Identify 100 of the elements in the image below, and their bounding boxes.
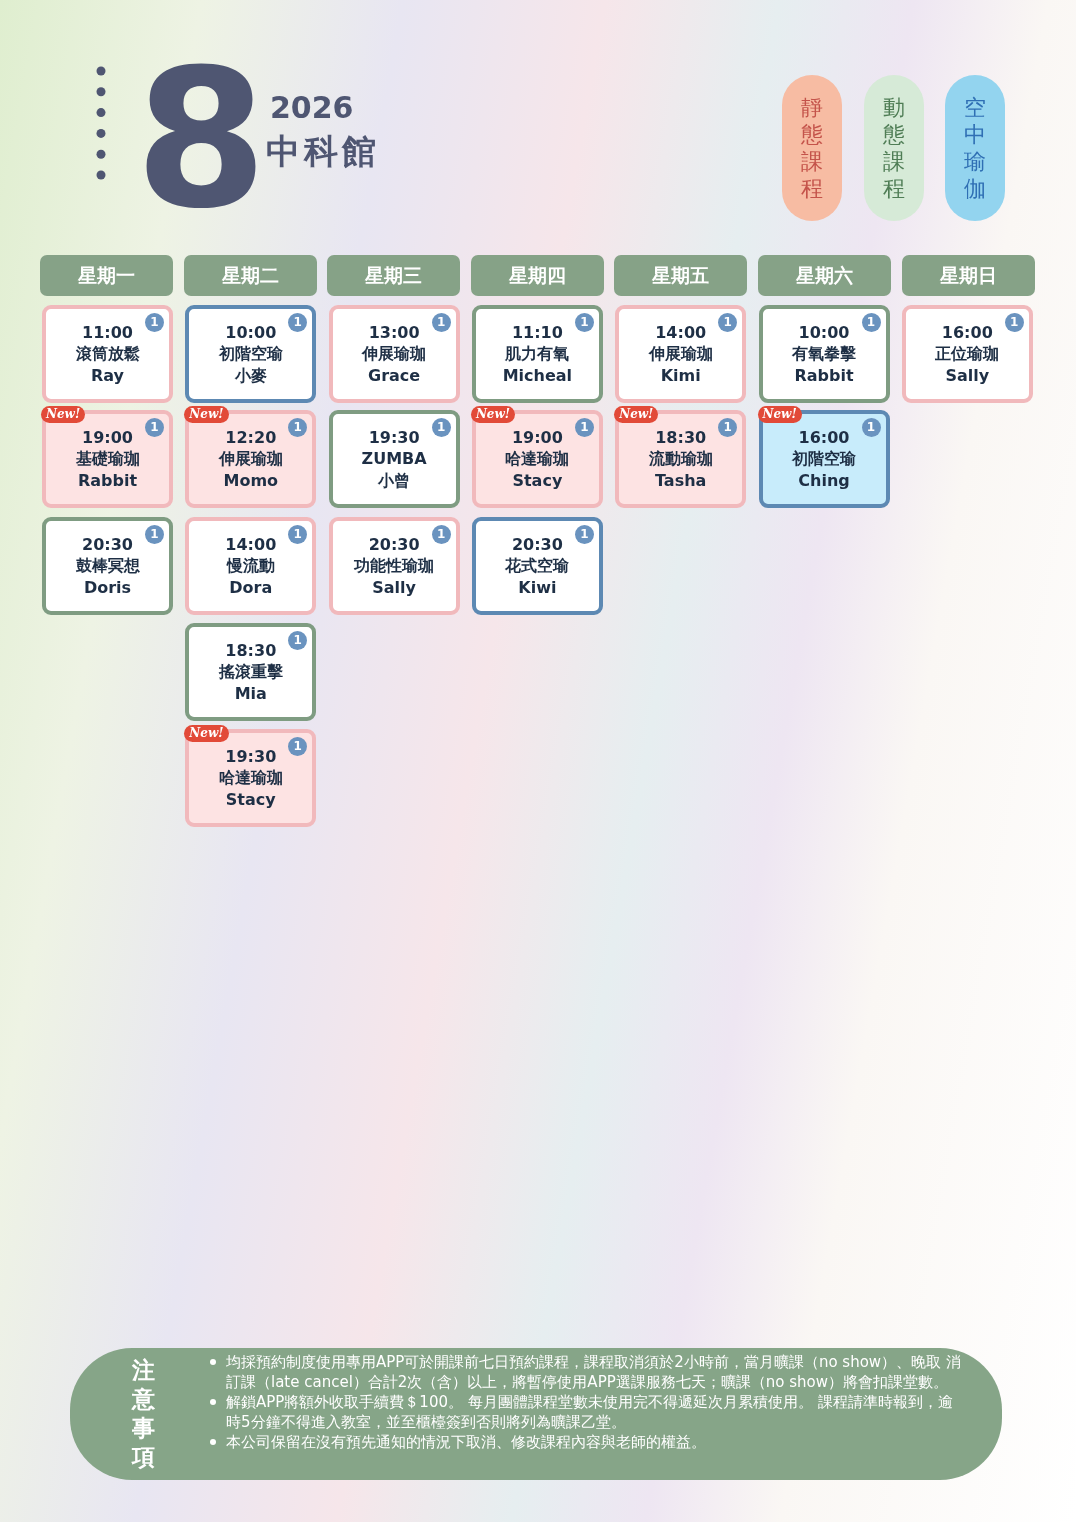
class-name: 功能性瑜珈: [354, 555, 435, 577]
class-name: 肌力有氧: [505, 343, 570, 365]
legend-text: 靜態課程: [800, 94, 824, 202]
teacher-name: 小曾: [378, 469, 411, 492]
teacher-name: Mia: [234, 682, 267, 705]
teacher-name: Sally: [372, 576, 416, 599]
class-card: [615, 305, 747, 403]
count-badge: 1: [431, 313, 451, 332]
count-badge: 1: [574, 525, 594, 544]
class-time: 20:30: [368, 533, 420, 556]
teacher-name: Grace: [368, 364, 421, 387]
count-badge: 1: [861, 418, 881, 437]
class-card: [328, 305, 460, 403]
legend-text: 空中瑜伽: [963, 94, 987, 202]
new-badge: New!: [614, 406, 659, 423]
day-header: 星期三: [327, 255, 461, 296]
count-badge: 1: [288, 631, 308, 650]
class-name: 基礎瑜珈: [75, 448, 140, 470]
class-time: 10:00: [798, 321, 850, 344]
class-time: 11:10: [511, 321, 563, 344]
count-badge: 1: [574, 418, 594, 437]
class-name: 慢流動: [226, 555, 275, 577]
class-name: 鼓棒冥想: [75, 555, 140, 577]
teacher-name: 小麥: [234, 364, 267, 387]
venue-text: 中科館: [266, 130, 380, 172]
new-badge: New!: [470, 406, 516, 423]
class-card: [328, 517, 460, 615]
class-card: [901, 305, 1033, 403]
new-badge: New!: [41, 406, 86, 423]
class-name: ZUMBA: [361, 448, 427, 470]
class-time: 14:00: [655, 321, 707, 344]
class-name: 初階空瑜: [218, 343, 283, 365]
new-badge: New!: [757, 406, 802, 423]
class-name: 哈達瑜珈: [218, 767, 283, 789]
day-header: 星期二: [183, 255, 317, 296]
class-time: 16:00: [798, 426, 850, 449]
teacher-name: Momo: [223, 469, 279, 492]
day-header: 星期五: [614, 255, 748, 296]
count-badge: 1: [145, 313, 164, 332]
class-name: 搖滾重擊: [218, 661, 283, 683]
teacher-name: Rabbit: [794, 364, 854, 387]
class-time: 19:30: [368, 426, 420, 449]
class-time: 12:20: [225, 426, 277, 449]
class-card: [471, 305, 603, 403]
teacher-name: Ching: [798, 469, 850, 492]
count-badge: 1: [288, 737, 308, 756]
count-badge: 1: [288, 418, 308, 437]
count-badge: 1: [718, 418, 738, 437]
count-badge: 1: [431, 525, 451, 544]
month-number: 8: [135, 40, 268, 240]
note-item: 本公司保留在沒有預先通知的情況下取消、修改課程內容與老師的權益。: [226, 1433, 706, 1451]
teacher-name: Sally: [945, 364, 990, 387]
note-item: 解鎖APP將額外收取手續費＄100。 每月團體課程堂數未使用完不得遞延次月累積使用。 課程請準時報到，逾時5分鐘不得進入教室，並至櫃檯簽到否則將列為曠課乙堂。: [226, 1393, 953, 1431]
teacher-name: Ray: [90, 364, 125, 387]
teacher-name: Kimi: [660, 364, 701, 387]
class-card: [758, 305, 890, 403]
class-time: 18:30: [655, 426, 707, 449]
count-badge: 1: [1004, 313, 1024, 332]
class-time: 11:00: [82, 321, 133, 344]
class-card: [42, 517, 173, 615]
day-header: 星期日: [901, 255, 1035, 296]
count-badge: 1: [145, 418, 164, 437]
class-name: 伸展瑜珈: [648, 343, 713, 365]
notes-heading: 注意事項: [130, 1356, 156, 1472]
class-name: 初階空瑜: [792, 448, 856, 470]
class-card: [471, 517, 603, 615]
teacher-name: Stacy: [512, 469, 563, 492]
legend-text: 動態課程: [881, 94, 906, 202]
class-name: 正位瑜珈: [935, 343, 1000, 365]
count-badge: 1: [861, 313, 881, 332]
teacher-name: Dora: [229, 576, 273, 599]
note-item: 均採預約制度使用專用APP可於開課前七日預約課程，課程取消須於2小時前，當月曠課（no show）、晚取 消訂課（late cancel）合計2次（含）以上，將暫停使用APP選課服務七天；曠課（no show）將會扣課堂數。: [226, 1353, 961, 1391]
class-name: 有氧拳擊: [792, 343, 856, 365]
class-time: 19:00: [511, 426, 563, 449]
count-badge: 1: [288, 313, 308, 332]
day-header: 星期一: [40, 255, 173, 296]
count-badge: 1: [574, 313, 594, 332]
year-text: 2026: [270, 90, 354, 126]
class-name: 花式空瑜: [505, 555, 570, 577]
class-card: [185, 305, 317, 403]
class-name: 流動瑜珈: [648, 448, 713, 470]
class-time: 16:00: [941, 321, 993, 344]
class-card: [185, 517, 317, 615]
count-badge: 1: [288, 525, 308, 544]
teacher-name: Tasha: [655, 469, 707, 492]
teacher-name: Micheal: [502, 364, 573, 387]
class-time: 19:00: [82, 426, 133, 449]
class-time: 20:30: [511, 533, 563, 556]
class-time: 19:30: [225, 745, 277, 768]
class-time: 10:00: [225, 321, 277, 344]
class-name: 哈達瑜珈: [505, 448, 570, 470]
class-name: 伸展瑜珈: [218, 448, 283, 470]
new-badge: New!: [184, 725, 229, 742]
class-time: 18:30: [225, 639, 277, 662]
class-name: 伸展瑜珈: [362, 343, 427, 365]
teacher-name: Doris: [83, 576, 132, 599]
class-time: 14:00: [225, 533, 277, 556]
count-badge: 1: [718, 313, 738, 332]
teacher-name: Stacy: [225, 788, 276, 811]
count-badge: 1: [145, 525, 164, 544]
